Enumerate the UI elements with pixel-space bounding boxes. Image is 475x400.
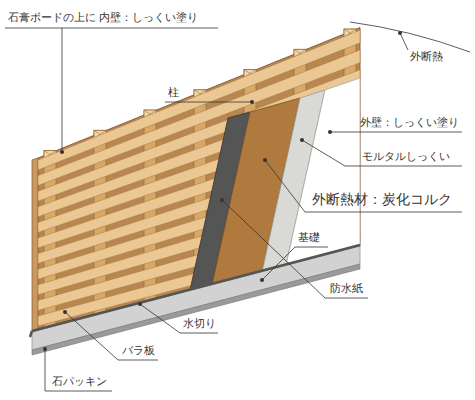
wall-body (38, 28, 360, 330)
waterproof-paper-label: 防水紙 (330, 282, 363, 295)
plaster-layer (286, 78, 360, 265)
foundation (32, 246, 360, 350)
water-drip (30, 245, 360, 337)
wall-edge (32, 158, 38, 332)
insulation-label: 外断熱 (410, 50, 443, 63)
insulation-material-label: 外断熱材：炭化コルク (312, 191, 452, 208)
stone-packing (32, 264, 360, 355)
post-label: 柱 (168, 86, 179, 99)
interior-wall-label: 石膏ボードの上に 内壁：しっくい塗り (8, 11, 199, 24)
foundation-label: 基礎 (298, 231, 320, 244)
stone-packing-label: 石パッキン (52, 375, 107, 388)
water-drip-label: 水切り (183, 317, 216, 330)
insulation-curve (350, 22, 470, 52)
mortar-label: モルタルしっくい (362, 150, 450, 163)
leader-lines (5, 28, 462, 391)
exterior-wall-label: 外壁：しっくい塗り (360, 116, 459, 129)
slat-board-label: バラ板 (122, 344, 155, 357)
